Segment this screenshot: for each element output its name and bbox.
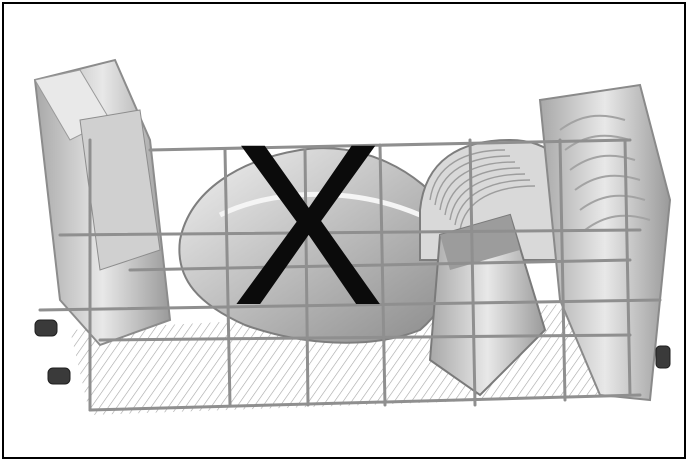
cross-mark: X <box>228 120 388 330</box>
left-pan <box>35 60 170 345</box>
